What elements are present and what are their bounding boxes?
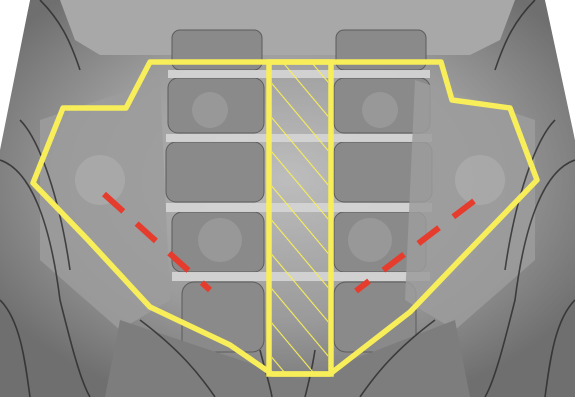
chest-region	[60, 0, 515, 55]
linea-alba-hatched-strip	[269, 62, 331, 374]
